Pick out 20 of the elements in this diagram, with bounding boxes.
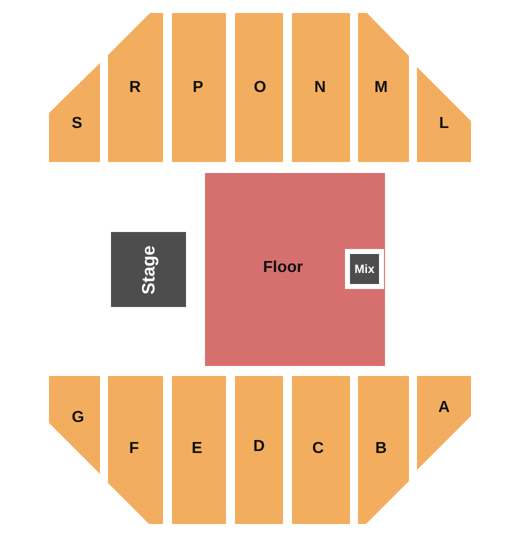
section-label: D (253, 438, 265, 456)
section-label: G (72, 409, 84, 427)
section-label: A (438, 399, 450, 417)
section-label: E (192, 440, 202, 458)
floor-section (205, 173, 385, 366)
area-label: Mix (354, 262, 374, 276)
section-label: M (374, 79, 388, 97)
section-label: R (129, 79, 141, 97)
section-label: B (375, 440, 387, 458)
area-label: Stage (138, 244, 159, 294)
section-label: N (314, 79, 326, 97)
section-label: S (72, 115, 82, 133)
section-label: F (129, 440, 139, 458)
stage-block (111, 232, 186, 307)
section-label: O (254, 79, 266, 97)
section-label: P (192, 79, 204, 97)
section-label: C (312, 440, 324, 458)
section-label: L (439, 115, 449, 133)
area-label: Floor (263, 259, 303, 277)
mix-position (345, 249, 384, 289)
